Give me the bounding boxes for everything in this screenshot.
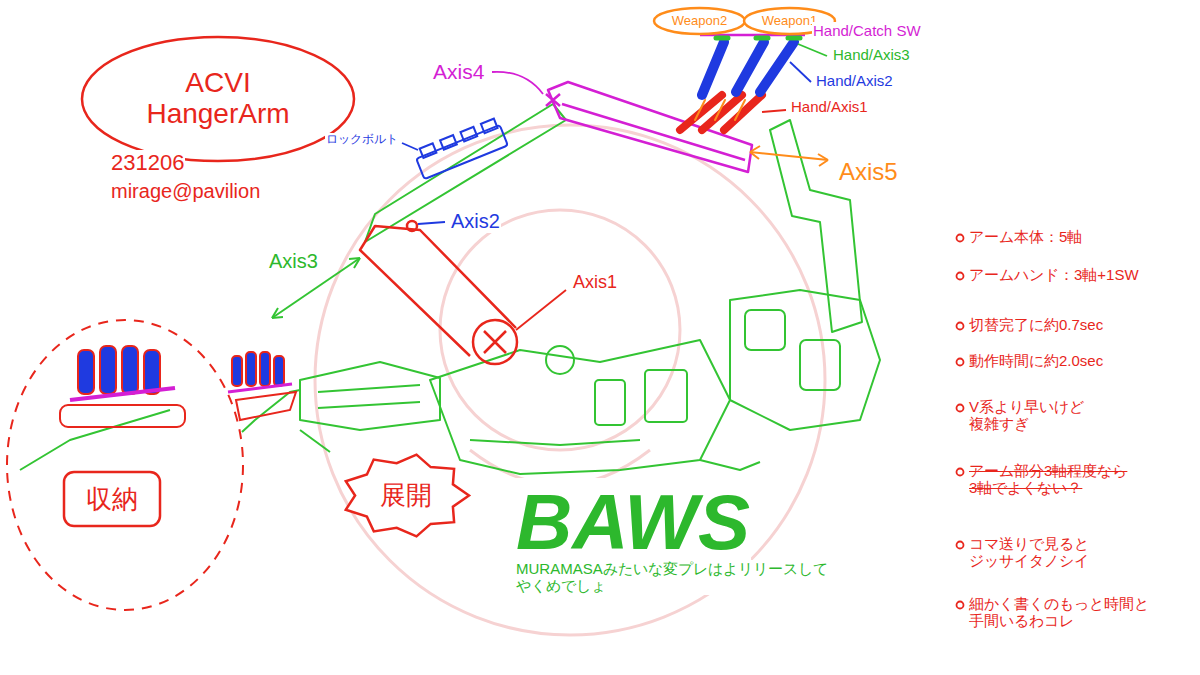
axis-label: Axis4 <box>432 60 485 84</box>
spec-note: 動作時間に約2.0sec <box>968 352 1104 369</box>
node-text: Weapon2 <box>672 14 727 28</box>
axis-label: Axis2 <box>450 210 501 233</box>
axis-label: Axis1 <box>572 272 618 293</box>
spec-note: 切替完了に約0.7sec <box>968 316 1104 333</box>
spec-note: コマ送りで見ると ジッサイタノシイ <box>968 535 1098 570</box>
oval-node: ACVI HangerArm <box>80 35 356 163</box>
comment-note: MURAMASAみたいな変プレはよリリースして やくめでしょ <box>515 560 847 595</box>
outlined-node: 収納 <box>62 470 162 528</box>
oval-outline <box>654 8 745 34</box>
oval-node: Weapon2 <box>652 6 747 36</box>
part-label: Hand/Axis1 <box>790 98 869 115</box>
burst-node: 展開 <box>340 452 471 539</box>
axis-label: Axis5 <box>838 158 899 186</box>
part-label: Hand/Axis3 <box>832 46 911 63</box>
node-text: 収納 <box>86 485 138 514</box>
burst-outline <box>346 455 469 537</box>
logo-text: BAWS <box>515 478 751 568</box>
oval-outline <box>82 37 354 161</box>
author-note: mirage@pavilion <box>110 180 261 203</box>
part-label: ロックボルト <box>325 133 399 147</box>
node-text: Weapon1 <box>762 14 817 28</box>
spec-note: アームハンド：3軸+1SW <box>968 266 1140 283</box>
spec-note: アーム本体：5軸 <box>968 228 1083 245</box>
spec-note: 細かく書くのもっと時間と 手間いるわコレ <box>968 595 1158 630</box>
node-text: ACVI HangerArm <box>138 68 298 130</box>
date-note: 231206 <box>110 150 185 175</box>
part-label: Hand/Axis2 <box>815 72 894 89</box>
part-label: Hand/Catch SW <box>812 22 922 39</box>
struck-note: アーム部分3軸程度なら 3軸でよくない？ <box>968 462 1135 497</box>
box-outline <box>64 472 160 526</box>
axis-label: Axis3 <box>268 250 319 273</box>
node-text: 展開 <box>380 481 432 510</box>
spec-note: V系より早いけど 複雑すぎ <box>968 398 1095 433</box>
